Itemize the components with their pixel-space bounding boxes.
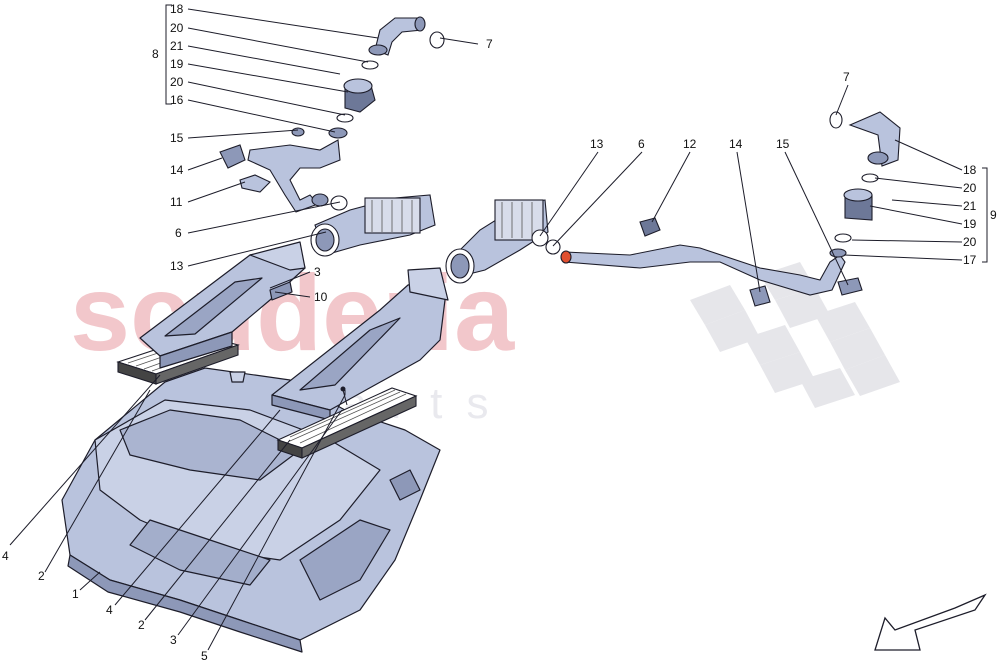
callout-8: 8: [152, 47, 159, 61]
leader-lines: [9, 4, 988, 651]
callout-13-left: 13: [170, 259, 184, 273]
callout-3-top: 3: [314, 265, 321, 279]
callout-20-left-upper: 20: [170, 21, 184, 35]
center-air-filter-element: [276, 387, 418, 459]
callout-4-left: 4: [2, 549, 9, 563]
callout-13-right: 13: [590, 137, 604, 151]
callout-21-left: 21: [170, 39, 184, 53]
left-breather-hose-assembly: [219, 16, 445, 213]
callout-18-right: 18: [963, 163, 977, 177]
left-intake-duct: [310, 194, 436, 257]
right-intake-duct: [445, 199, 549, 284]
callout-3-bottom: 3: [170, 633, 177, 647]
callout-4-center: 4: [106, 603, 113, 617]
checkered-flag-icon: [690, 262, 900, 408]
callout-14-right: 14: [729, 137, 743, 151]
callout-20-right-upper: 20: [963, 181, 977, 195]
callout-17: 17: [963, 253, 977, 267]
callout-15-right: 15: [776, 137, 790, 151]
left-air-box: [139, 241, 306, 369]
callout-12: 12: [683, 137, 697, 151]
fastener-part: [340, 386, 348, 406]
callout-7-left: 7: [486, 37, 493, 51]
callout-16: 16: [170, 93, 184, 107]
callout-7-right: 7: [843, 70, 850, 84]
callout-9: 9: [990, 208, 997, 222]
callout-19-left: 19: [170, 57, 184, 71]
callout-6-left: 6: [175, 226, 182, 240]
callout-2-center: 2: [138, 618, 145, 632]
callout-6-right: 6: [638, 137, 645, 151]
callout-15-left: 15: [170, 131, 184, 145]
center-air-box: [271, 267, 449, 421]
callout-10: 10: [314, 290, 328, 304]
callout-21-right: 21: [963, 199, 977, 213]
callout-5: 5: [201, 649, 208, 663]
callout-14-left: 14: [170, 163, 184, 177]
callout-1: 1: [72, 587, 79, 601]
direction-arrow-icon: [874, 593, 987, 651]
callout-19-right: 19: [963, 217, 977, 231]
callout-18-left: 18: [170, 2, 184, 16]
callout-2-left: 2: [38, 569, 45, 583]
callout-11: 11: [170, 195, 183, 209]
callout-20-left-lower: 20: [170, 75, 184, 89]
callout-20-right-lower: 20: [963, 235, 977, 249]
right-breather-hose-assembly: [531, 111, 901, 307]
